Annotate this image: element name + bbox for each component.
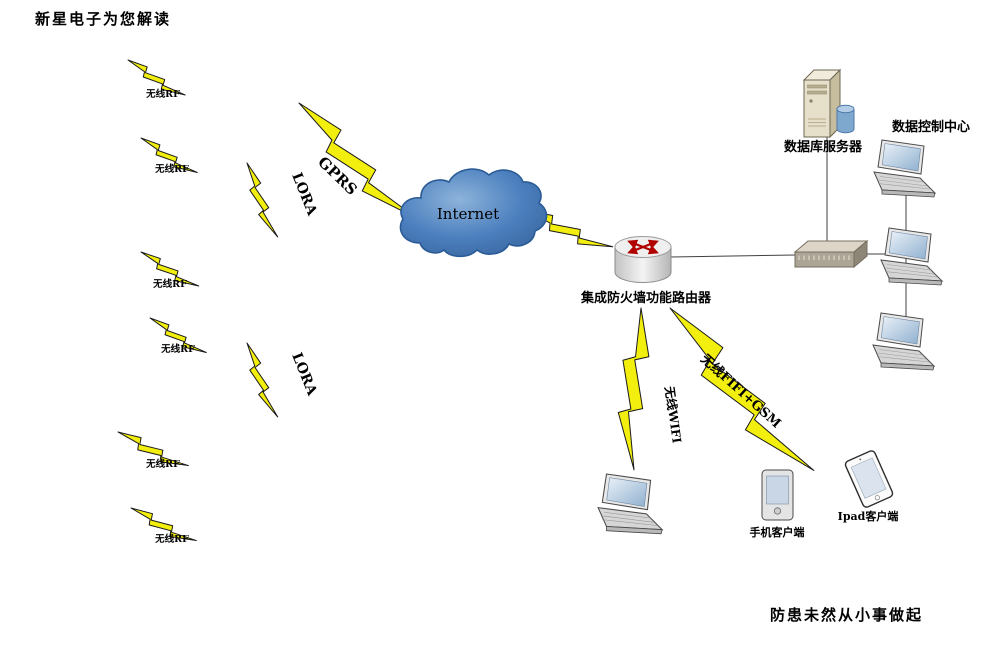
rf-label-4: 无线RF <box>160 343 195 355</box>
connection-line-router-switch <box>670 254 796 258</box>
lora-label-2: LORA <box>288 351 320 399</box>
lora-label-1: LORA <box>288 171 320 219</box>
wifi-label: 无线WIFI <box>662 384 685 444</box>
data-control-center-label: 数据控制中心 <box>892 119 970 135</box>
lightning-wifi-icon <box>597 306 674 471</box>
internet-label: Internet <box>437 205 499 223</box>
rf-label-3: 无线RF <box>152 278 187 290</box>
rf-label-1: 无线RF <box>145 88 180 100</box>
lightning-gprs-icon <box>294 83 417 240</box>
rf-label-5: 无线RF <box>145 458 180 470</box>
rf-label-2: 无线RF <box>154 163 189 175</box>
server-drive-slot <box>807 84 827 89</box>
cloud-icon <box>399 168 548 258</box>
laptop-icon-middle <box>880 227 943 286</box>
server-vents <box>808 118 826 127</box>
network-switch <box>793 239 869 269</box>
page-title: 新星电子为您解读 <box>35 10 171 28</box>
server-front <box>803 79 831 138</box>
wifi-laptop-icon <box>597 473 663 535</box>
lightning-rf-5-icon <box>116 419 189 481</box>
data-control-center: 数据控制中心 <box>872 119 970 371</box>
database-cylinder-top <box>836 104 855 114</box>
server-drive-slot <box>807 90 827 95</box>
page-footer: 防患未然从小事做起 <box>770 606 923 624</box>
wifi-gsm-label: 无线FIFI+GSM <box>697 350 785 431</box>
database-server-label: 数据库服务器 <box>784 139 863 155</box>
laptop-icon-bottom <box>872 312 935 371</box>
router-crossed-arrows-icon <box>627 239 659 255</box>
phone-screen <box>766 475 789 505</box>
server-power-button <box>809 99 813 103</box>
ipad-client: Ipad客户端 <box>838 450 899 523</box>
ipad-icon <box>844 450 894 508</box>
router-label: 集成防火墙功能路由器 <box>580 290 712 306</box>
lightning-lora-1-icon <box>244 159 279 241</box>
rf-label-6: 无线RF <box>154 533 189 545</box>
lightning-rf-4-icon <box>148 308 207 364</box>
database-server: 数据库服务器 <box>784 68 863 155</box>
laptop-icon-top <box>873 139 936 198</box>
switch-ports <box>798 255 850 260</box>
database-cylinder-icon <box>836 109 855 134</box>
firewall-router: 集成防火墙功能路由器 <box>580 236 712 306</box>
lightning-rf-2-icon <box>139 128 198 184</box>
internet-cloud: Internet <box>399 168 548 258</box>
phone-client: 手机客户端 <box>750 469 805 539</box>
lightning-lora-2-icon <box>244 339 279 421</box>
phone-client-label: 手机客户端 <box>750 525 805 539</box>
lightning-rf-6-icon <box>129 496 197 555</box>
link-labels: 无线RF 无线RF 无线RF 无线RF 无线RF 无线RF LORA LORA … <box>145 88 784 545</box>
ipad-client-label: Ipad客户端 <box>838 509 899 523</box>
phone-button <box>773 507 782 515</box>
